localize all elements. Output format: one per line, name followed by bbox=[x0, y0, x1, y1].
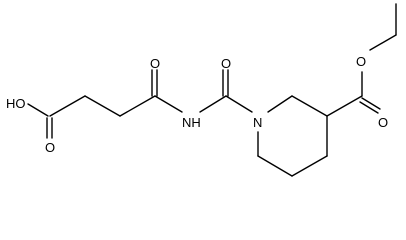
amide-carbonyl-oxygen-label: O bbox=[150, 56, 160, 71]
molecule-structure: HO O O O NH N O O bbox=[6, 3, 397, 177]
urea-carbonyl-oxygen-label: O bbox=[221, 56, 231, 71]
bond-ring-n-ch2a bbox=[267, 95, 293, 113]
bond-nh-c5 bbox=[199, 95, 227, 113]
atom-labels: HO O O O NH N O O bbox=[6, 54, 388, 155]
hydroxyl-label: HO bbox=[6, 96, 26, 111]
ester-carbonyl-oxygen-label: O bbox=[378, 115, 388, 130]
bond-ring-ch2c-ch2d bbox=[257, 155, 293, 177]
bond-ring-ch2b-ch2c bbox=[291, 155, 328, 177]
bonds bbox=[27, 3, 397, 177]
bond-o-ch2 bbox=[369, 34, 397, 51]
bond-oh-c bbox=[27, 103, 49, 117]
bond-ester-c-o-double-a bbox=[361, 97, 381, 110]
acid-carbonyl-oxygen-label: O bbox=[45, 140, 55, 155]
ring-nitrogen-label: N bbox=[253, 115, 262, 130]
bond-ring-ch-ester-c bbox=[326, 95, 363, 117]
bond-c2-c3 bbox=[84, 95, 121, 117]
bond-ring-ch2a-ch bbox=[291, 95, 328, 117]
imide-nh-label: NH bbox=[182, 115, 201, 130]
bond-c4-nh bbox=[154, 95, 183, 113]
bond-c3-c4 bbox=[119, 95, 156, 117]
bond-ester-c-o-double-b bbox=[359, 101, 379, 114]
bond-c1-c2 bbox=[49, 95, 86, 117]
bond-c5-n bbox=[225, 95, 253, 113]
ester-ether-oxygen-label: O bbox=[356, 54, 366, 69]
